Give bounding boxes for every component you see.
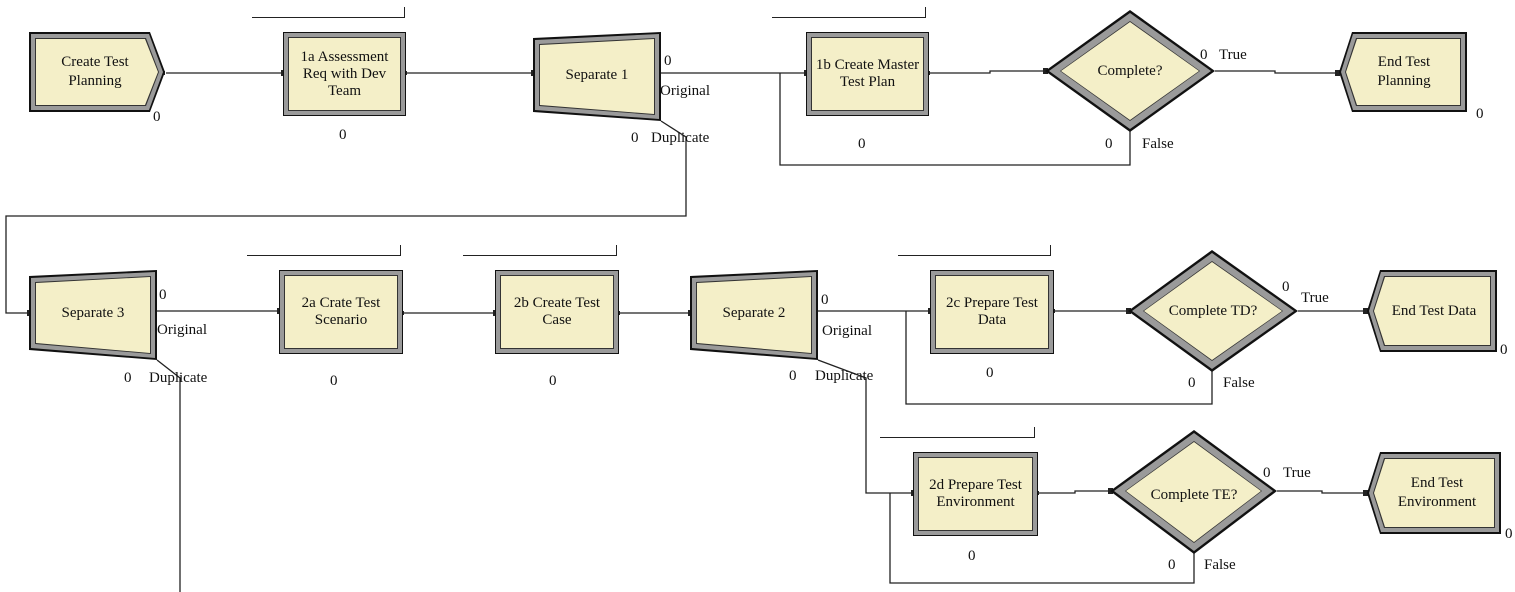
- queue-bar: [247, 245, 401, 256]
- separate2-shape: [690, 270, 818, 360]
- module-label: 2a Crate Test Scenario: [301, 295, 381, 328]
- counter: 0: [821, 292, 829, 308]
- duplicate-label: Duplicate: [815, 368, 874, 384]
- counter: 0: [153, 109, 161, 125]
- prepare-test-environment-module[interactable]: 2d Prepare Test Environment: [913, 452, 1038, 536]
- module-label: 2c Prepare Test Data: [946, 295, 1038, 328]
- false-label: False: [1204, 557, 1236, 573]
- prepare-test-data-module[interactable]: 2c Prepare Test Data: [930, 270, 1054, 354]
- counter: 0: [858, 136, 866, 152]
- false-label: False: [1142, 136, 1174, 152]
- end-data-shape: [1367, 270, 1497, 352]
- true-label: True: [1283, 465, 1311, 481]
- module-label: 1a Assessment Req with Dev Team: [300, 48, 389, 99]
- false-label: False: [1223, 375, 1255, 391]
- connector: [889, 493, 1195, 584]
- connector: [1215, 70, 1337, 74]
- counter: 0: [1500, 342, 1508, 358]
- counter: 0: [631, 130, 639, 146]
- create-test-case-module[interactable]: 2b Create Test Case: [495, 270, 619, 354]
- assessment-module[interactable]: 1a Assessment Req with Dev Team: [283, 32, 406, 116]
- original-label: Original: [660, 83, 710, 99]
- counter: 0: [789, 368, 797, 384]
- queue-bar: [252, 7, 405, 18]
- connector: [929, 70, 1045, 74]
- master-test-plan-module[interactable]: 1b Create Master Test Plan: [806, 32, 929, 116]
- crate-test-scenario-module[interactable]: 2a Crate Test Scenario: [279, 270, 403, 354]
- connector: [779, 73, 1131, 166]
- counter: 0: [1168, 557, 1176, 573]
- end-env-shape: [1367, 452, 1501, 534]
- counter: 0: [664, 53, 672, 69]
- module-label: 2d Prepare Test Environment: [929, 477, 1022, 510]
- counter: 0: [986, 365, 994, 381]
- counter: 0: [1282, 279, 1290, 295]
- counter: 0: [1200, 47, 1208, 63]
- counter: 0: [1476, 106, 1484, 122]
- end-planning-shape: [1339, 32, 1467, 112]
- queue-bar: [772, 7, 926, 18]
- counter: 0: [1263, 465, 1271, 481]
- module-label: 1b Create Master Test Plan: [815, 57, 920, 90]
- counter: 0: [1505, 526, 1513, 542]
- counter: 0: [330, 373, 338, 389]
- counter: 0: [549, 373, 557, 389]
- separate3-shape: [29, 270, 157, 360]
- original-label: Original: [822, 323, 872, 339]
- counter: 0: [124, 370, 132, 386]
- true-label: True: [1219, 47, 1247, 63]
- queue-bar: [898, 245, 1051, 256]
- counter: 0: [968, 548, 976, 564]
- original-label: Original: [157, 322, 207, 338]
- connector: [905, 311, 1213, 405]
- connector: [1277, 490, 1365, 494]
- complete-td-diamond-shape: [1128, 250, 1298, 372]
- complete-te-diamond-shape: [1110, 430, 1277, 554]
- create-test-planning-shape: [29, 32, 165, 112]
- complete-diamond-shape: [1045, 10, 1215, 132]
- queue-bar: [880, 427, 1035, 438]
- connector: [156, 359, 181, 592]
- connector: [5, 120, 687, 314]
- counter: 0: [1188, 375, 1196, 391]
- separate1-shape: [533, 32, 661, 121]
- module-label: 2b Create Test Case: [513, 295, 601, 328]
- duplicate-label: Duplicate: [149, 370, 208, 386]
- queue-bar: [463, 245, 617, 256]
- duplicate-label: Duplicate: [651, 130, 710, 146]
- counter: 0: [1105, 136, 1113, 152]
- true-label: True: [1301, 290, 1329, 306]
- counter: 0: [339, 127, 347, 143]
- counter: 0: [159, 287, 167, 303]
- connector: [1038, 490, 1110, 494]
